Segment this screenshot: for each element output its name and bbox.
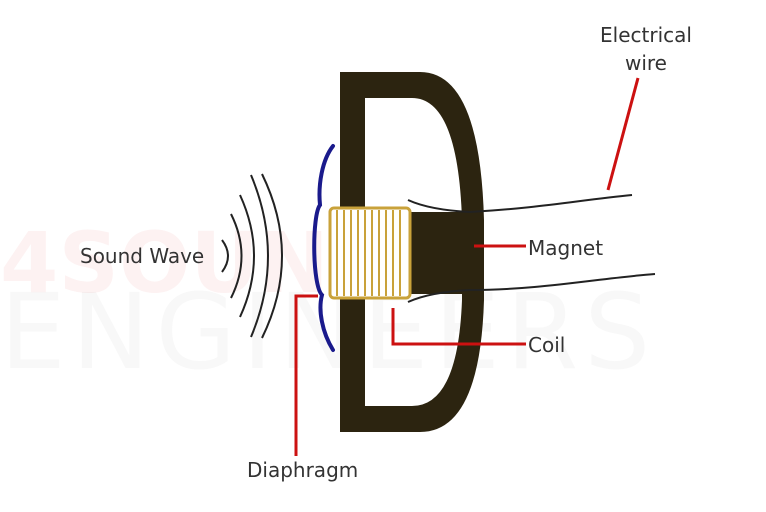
diaphragm <box>312 144 335 352</box>
label-sound-wave: Sound Wave <box>80 244 204 268</box>
sound-wave-icon <box>221 173 283 339</box>
leader-diaphragm <box>294 294 318 456</box>
label-coil: Coil <box>528 333 565 357</box>
label-magnet: Magnet <box>528 236 603 260</box>
microphone-housing <box>340 72 484 432</box>
electrical-wire-upper <box>407 194 633 214</box>
coil <box>328 206 412 300</box>
leader-electrical-wire <box>606 77 640 191</box>
electrical-wire-lower <box>407 273 656 303</box>
label-electrical-wire-line2: wire <box>625 51 667 75</box>
watermark-bottom: ENGINEERS <box>0 271 656 393</box>
magnet <box>405 212 465 294</box>
label-electrical-wire-line1: Electrical <box>600 23 692 47</box>
label-diaphragm: Diaphragm <box>247 458 358 482</box>
leader-coil <box>391 308 526 346</box>
